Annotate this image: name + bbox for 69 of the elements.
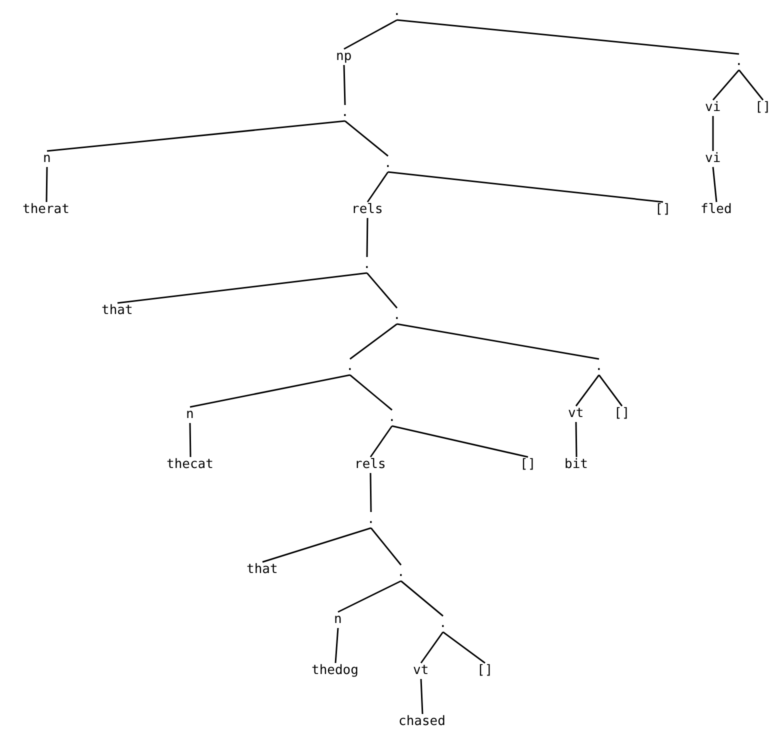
tree-branch — [344, 120, 388, 157]
tree-label: . — [392, 309, 402, 323]
tree-label: np — [335, 50, 353, 64]
tree-label: . — [392, 5, 402, 19]
tree-label: . — [383, 157, 393, 171]
tree-label: n — [333, 613, 343, 627]
tree-label: vi — [704, 152, 722, 166]
tree-label: thecat — [166, 458, 214, 472]
tree-label: . — [396, 566, 406, 580]
tree-branch — [420, 678, 424, 714]
tree-branch — [350, 374, 392, 411]
tree-label: thedog — [310, 664, 360, 678]
tree-branch — [575, 374, 600, 406]
tree-branch — [598, 374, 623, 406]
tree-label: fled — [700, 203, 733, 217]
tree-label: therat — [22, 203, 70, 217]
tree-branch — [396, 323, 600, 360]
tree-branch — [46, 166, 48, 202]
tree-label: [] — [754, 101, 772, 115]
tree-branch — [396, 19, 740, 55]
tree-label: [] — [519, 458, 537, 472]
tree-label: n — [185, 408, 195, 422]
tree-branch — [370, 472, 372, 512]
tree-label: . — [366, 513, 376, 527]
tree-branch — [190, 374, 350, 408]
tree-branch — [350, 323, 398, 360]
tree-label: [] — [654, 203, 672, 217]
tree-label: rels — [350, 203, 384, 217]
tree-branch — [738, 70, 764, 100]
tree-branch — [392, 425, 528, 458]
tree-branch — [366, 172, 389, 202]
tree-label: . — [345, 360, 355, 374]
tree-branch — [388, 171, 664, 203]
tree-branch — [334, 628, 339, 664]
tree-branch — [712, 166, 718, 202]
tree-branch — [366, 218, 368, 258]
tree-branch — [344, 19, 398, 50]
tree-label: . — [387, 411, 397, 425]
tree-branch — [343, 64, 346, 106]
tree-label: . — [362, 258, 372, 272]
tree-label: that — [246, 563, 279, 577]
tree-branch — [370, 528, 402, 566]
tree-label: . — [734, 55, 744, 69]
tree-branch — [420, 632, 444, 664]
tree-branch — [400, 580, 444, 617]
tree-branch — [262, 527, 372, 563]
tree-branch — [712, 70, 740, 100]
tree-label: n — [42, 152, 52, 166]
tree-label: vt — [412, 664, 430, 678]
tree-branch — [575, 422, 578, 458]
tree-branch — [189, 422, 192, 458]
tree-branch — [442, 631, 486, 664]
tree-label: bit — [564, 458, 589, 472]
tree-branch — [370, 426, 393, 458]
tree-branch — [366, 272, 398, 308]
tree-branch — [338, 580, 402, 613]
tree-label: . — [340, 106, 350, 120]
tree-label: [] — [613, 407, 631, 421]
tree-label: rels — [354, 458, 387, 472]
tree-label: vt — [567, 407, 585, 421]
tree-label: [] — [476, 664, 494, 678]
tree-label: that — [100, 304, 134, 318]
tree-label: . — [438, 617, 448, 631]
tree-label: . — [594, 360, 604, 374]
tree-branch — [117, 272, 368, 304]
tree-label: chased — [398, 715, 446, 729]
tree-branch — [712, 116, 714, 151]
tree-label: vi — [704, 101, 722, 115]
tree-branch — [46, 120, 346, 152]
